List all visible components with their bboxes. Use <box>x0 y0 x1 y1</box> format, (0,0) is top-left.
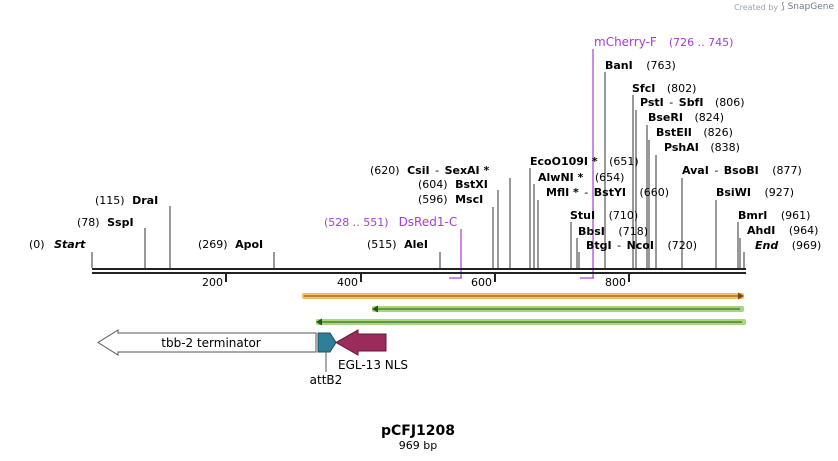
site-end[interactable]: End (969) <box>755 239 821 252</box>
features: tbb-2 terminator attB2 EGL-13 NLS <box>97 329 408 387</box>
site-sfci[interactable]: SfcI (802) <box>632 82 696 95</box>
site-bmri[interactable]: BmrI (961) <box>738 209 810 222</box>
plasmid-name: pCFJ1208 <box>381 423 455 439</box>
site-lines <box>91 72 745 268</box>
feature-label-egl-13-nls: EGL-13 NLS <box>338 358 408 372</box>
snapgene-credit: Created by ⟆ SnapGene <box>734 2 834 12</box>
primer-mcherry-f[interactable]: mCherry-F(726 .. 745) <box>594 35 733 49</box>
site-msci[interactable]: (596) MscI <box>418 193 483 206</box>
feature-tbb-2-terminator[interactable] <box>97 329 317 356</box>
site-bstxi[interactable]: (604) BstXI <box>418 178 488 191</box>
site-btgi-ncoi[interactable]: BtgI - NcoI (720) <box>586 239 697 252</box>
site-stui[interactable]: StuI (710) <box>570 209 638 222</box>
site-apoi[interactable]: (269) ApoI <box>198 238 263 251</box>
site-start[interactable]: (0) Start <box>29 238 86 251</box>
site-ecoo109i[interactable]: EcoO109I * (651) <box>530 155 639 168</box>
orf-bars <box>302 292 746 326</box>
site-mfli-bstyi[interactable]: MflI * - BstYI (660) <box>546 186 669 199</box>
site-bseri[interactable]: BseRI (824) <box>648 111 724 124</box>
site-bani[interactable]: BanI (763) <box>605 59 676 72</box>
ruler-tick-600: 600 <box>471 276 492 289</box>
site-drai[interactable]: (115) DraI <box>95 194 158 207</box>
sequence-ruler: 200 400 600 800 <box>92 268 746 289</box>
feature-label-attb2: attB2 <box>310 373 343 387</box>
site-sspi[interactable]: (78) SspI <box>77 216 134 229</box>
orf-arrowhead-icon <box>738 292 744 300</box>
site-csii-sexai[interactable]: (620) CsiI - SexAI * <box>370 164 489 177</box>
site-bsiwi[interactable]: BsiWI (927) <box>716 186 794 199</box>
plasmid-length: 969 bp <box>399 439 437 452</box>
site-avai-bsobi[interactable]: AvaI - BsoBI (877) <box>682 164 802 177</box>
ruler-tick-400: 400 <box>337 276 358 289</box>
feature-attb2[interactable] <box>317 332 337 353</box>
site-ahdi[interactable]: AhdI (964) <box>747 224 818 237</box>
site-alei[interactable]: (515) AleI <box>367 238 428 251</box>
feature-label-tbb-2-terminator: tbb-2 terminator <box>161 336 261 350</box>
credit-prefix: Created by <box>734 2 779 12</box>
site-pshai[interactable]: PshAI (838) <box>664 141 740 154</box>
site-psti-sbfi[interactable]: PstI - SbfI (806) <box>640 96 745 109</box>
orf-arrowhead-icon <box>316 318 322 326</box>
feature-egl-13-nls[interactable] <box>334 329 387 356</box>
snapgene-logo-icon: ⟆ <box>781 2 785 12</box>
site-bbsi[interactable]: BbsI (718) <box>578 225 648 238</box>
orf-arrowhead-icon <box>372 305 378 313</box>
site-alwni[interactable]: AlwNI * (654) <box>538 171 624 184</box>
credit-brand: SnapGene <box>787 2 834 12</box>
site-bsteii[interactable]: BstEII (826) <box>656 126 733 139</box>
ruler-tick-200: 200 <box>202 276 223 289</box>
ruler-tick-800: 800 <box>605 276 626 289</box>
primer-dsred1-c[interactable]: (528 .. 551)DsRed1-C <box>324 215 457 229</box>
